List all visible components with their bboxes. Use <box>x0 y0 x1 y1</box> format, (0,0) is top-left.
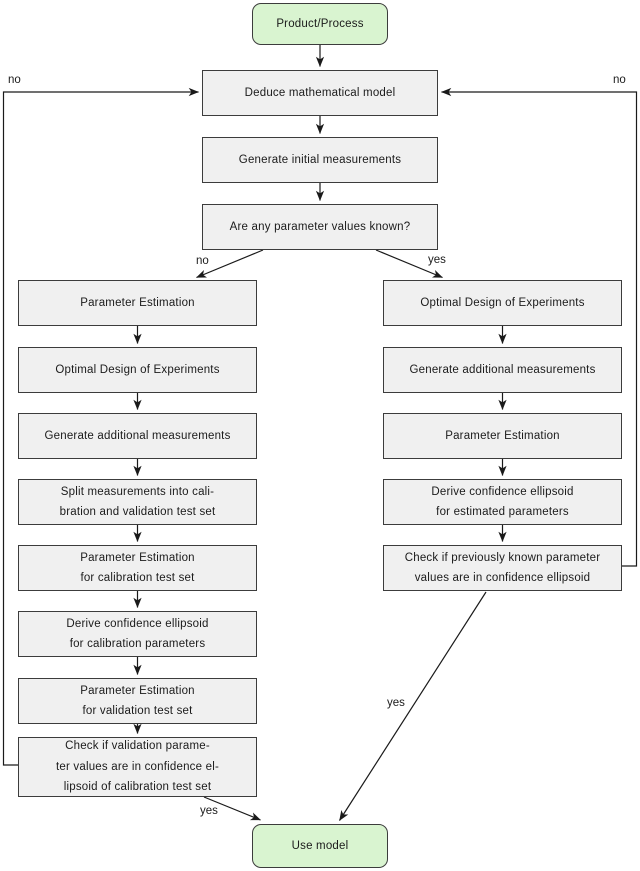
edge-label-feedback-right-no: no <box>613 74 626 86</box>
node-ellipsoid-calibration: Derive confidence ellipsoid for calibrat… <box>18 611 257 657</box>
node-generate-initial-measurements: Generate initial measurements <box>202 137 438 183</box>
node-split-measurements: Split measurements into cali- bration an… <box>18 479 257 525</box>
connector-feedback-left-no <box>2 87 199 766</box>
edge-label-branch-yes: yes <box>428 254 446 266</box>
node-right-generate-additional: Generate additional measurements <box>383 347 622 393</box>
node-parameters-known-question: Are any parameter values known? <box>202 204 438 250</box>
node-product-process: Product/Process <box>252 3 388 45</box>
node-check-previous-parameters: Check if previously known parameter valu… <box>383 545 622 591</box>
connector-right-yes-to-use <box>338 591 487 821</box>
edge-label-left-yes: yes <box>200 805 218 817</box>
node-deduce-mathematical-model: Deduce mathematical model <box>202 70 438 116</box>
connector-left-yes-to-use <box>203 796 261 821</box>
edge-label-feedback-left-no: no <box>8 74 21 86</box>
connector-feedback-right-no <box>441 87 638 567</box>
node-left-parameter-estimation: Parameter Estimation <box>18 280 257 326</box>
node-use-model: Use model <box>252 824 388 868</box>
node-ellipsoid-estimated: Derive confidence ellipsoid for estimate… <box>383 479 622 525</box>
edge-label-branch-no: no <box>196 255 209 267</box>
node-right-parameter-estimation: Parameter Estimation <box>383 413 622 459</box>
edge-label-right-yes: yes <box>387 697 405 709</box>
node-estimation-validation-set: Parameter Estimation for validation test… <box>18 678 257 724</box>
node-left-generate-additional: Generate additional measurements <box>18 413 257 459</box>
node-check-validation-parameters: Check if validation parame- ter values a… <box>18 737 257 797</box>
node-left-optimal-design: Optimal Design of Experiments <box>18 347 257 393</box>
connector-branch-no <box>196 249 264 279</box>
connector-branch-yes <box>375 249 443 279</box>
node-right-optimal-design: Optimal Design of Experiments <box>383 280 622 326</box>
node-estimation-calibration-set: Parameter Estimation for calibration tes… <box>18 545 257 591</box>
